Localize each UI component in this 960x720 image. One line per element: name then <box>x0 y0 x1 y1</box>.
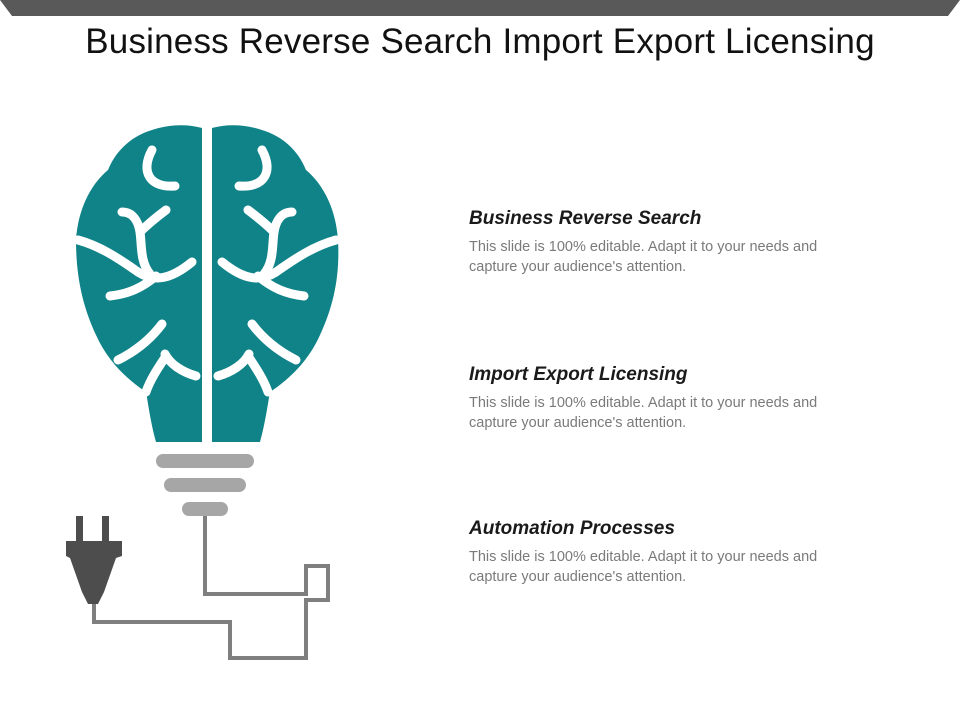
plug-icon <box>66 516 122 604</box>
brain-lightbulb-icon <box>73 125 341 442</box>
slide-title: Business Reverse Search Import Export Li… <box>85 22 875 61</box>
brain-lightbulb-illustration <box>66 125 341 660</box>
item-heading: Automation Processes <box>469 518 675 539</box>
item-import-export-licensing: Import Export Licensing This slide is 10… <box>469 364 889 433</box>
item-business-reverse-search: Business Reverse Search This slide is 10… <box>469 208 889 277</box>
top-banner <box>0 0 960 16</box>
bulb-base <box>156 454 254 516</box>
item-description: This slide is 100% editable. Adapt it to… <box>469 239 818 275</box>
item-heading: Business Reverse Search <box>469 208 702 229</box>
item-automation-processes: Automation Processes This slide is 100% … <box>469 518 889 587</box>
power-cord <box>92 516 330 660</box>
item-description: This slide is 100% editable. Adapt it to… <box>469 549 818 585</box>
item-heading: Import Export Licensing <box>469 364 688 385</box>
item-description: This slide is 100% editable. Adapt it to… <box>469 395 818 431</box>
